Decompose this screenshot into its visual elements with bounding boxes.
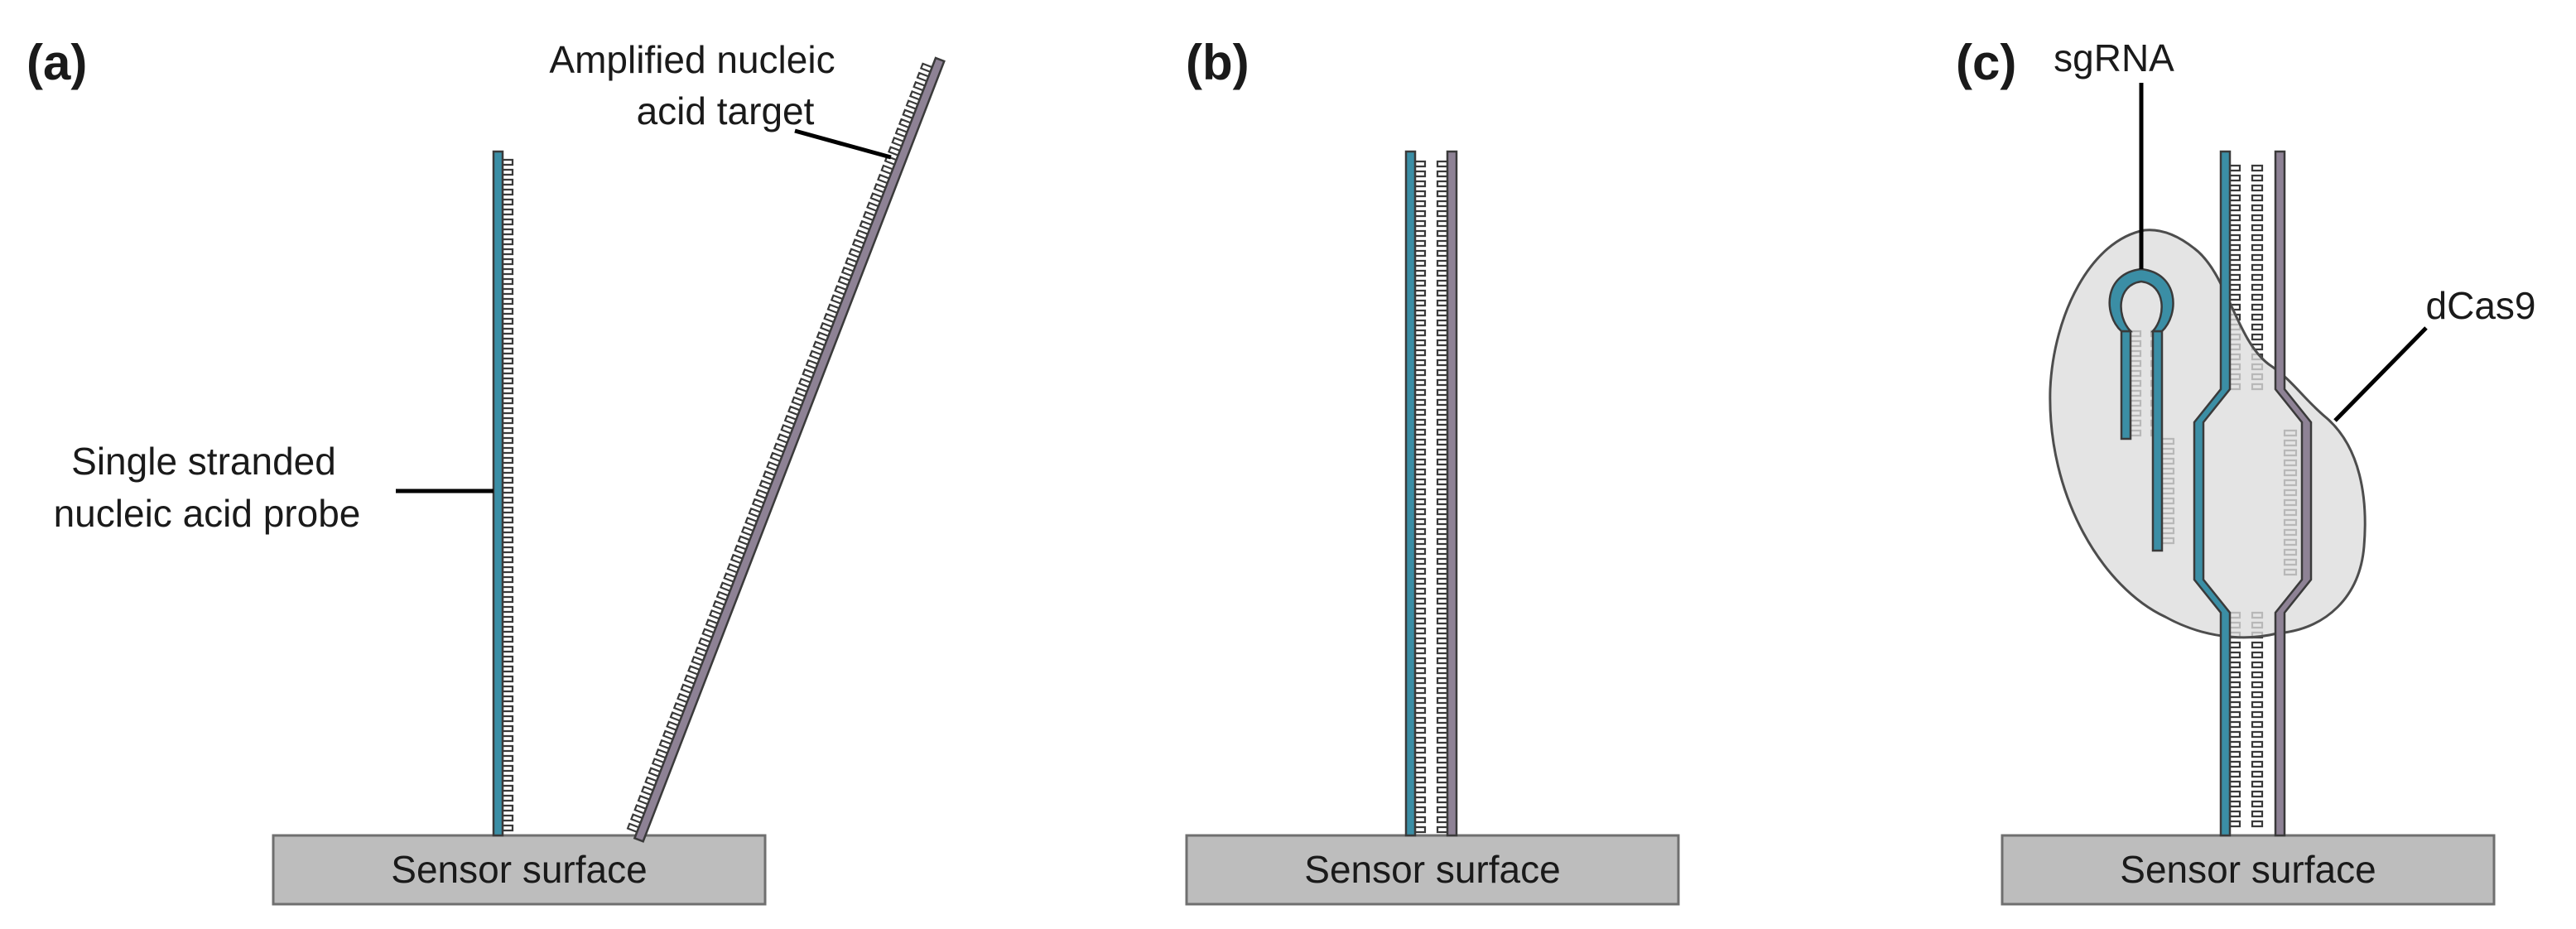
sensor-surface-label-c: Sensor surface: [2120, 848, 2376, 891]
probe-strand-c-bottom-bases: [2228, 611, 2241, 828]
dcas9-body: [2049, 229, 2367, 639]
panel-label-c: (c): [1956, 35, 2016, 90]
callout-sgrna: sgRNA: [2054, 36, 2174, 79]
callout-amplified-target-line-1: Amplified nucleic: [549, 38, 835, 81]
callout-probe-line-1: Single stranded: [71, 440, 336, 483]
sgrna-stem-right: [2151, 330, 2164, 552]
target-strand-a-bases: [626, 62, 934, 834]
figure-shapes: [272, 56, 2496, 906]
target-strand-a-group: [626, 56, 946, 843]
target-strand-b: [1446, 150, 1458, 837]
target-strand-a: [633, 56, 946, 843]
sensor-surface-b: [1185, 834, 1680, 906]
sgrna-stem-left: [2120, 330, 2132, 440]
target-strand-c: [2274, 150, 2313, 837]
target-strand-b-bases: [1436, 160, 1449, 834]
leader-target-a: [794, 128, 892, 160]
callout-dcas9: dCas9: [2426, 284, 2536, 327]
probe-strand-b-bases: [1413, 160, 1427, 834]
sensor-surface-c: [2001, 834, 2496, 906]
target-strand-c-bottom-bases: [2251, 611, 2264, 828]
sensor-surface-a: [272, 834, 767, 906]
sgrna-loop: [2108, 267, 2174, 333]
probe-strand-a: [492, 150, 504, 837]
probe-strand-b: [1404, 150, 1417, 837]
sensor-surface-label-a: Sensor surface: [391, 848, 647, 891]
probe-strand-a-bases: [501, 158, 514, 832]
panel-label-b: (b): [1186, 35, 1249, 90]
callout-probe-line-2: nucleic acid probe: [54, 492, 361, 535]
sensor-surface-label-b: Sensor surface: [1304, 848, 1560, 891]
probe-strand-c: [2193, 150, 2232, 837]
callout-amplified-target-line-2: acid target: [637, 89, 815, 132]
panel-label-a: (a): [26, 35, 87, 90]
leader-dcas9: [2333, 326, 2428, 422]
